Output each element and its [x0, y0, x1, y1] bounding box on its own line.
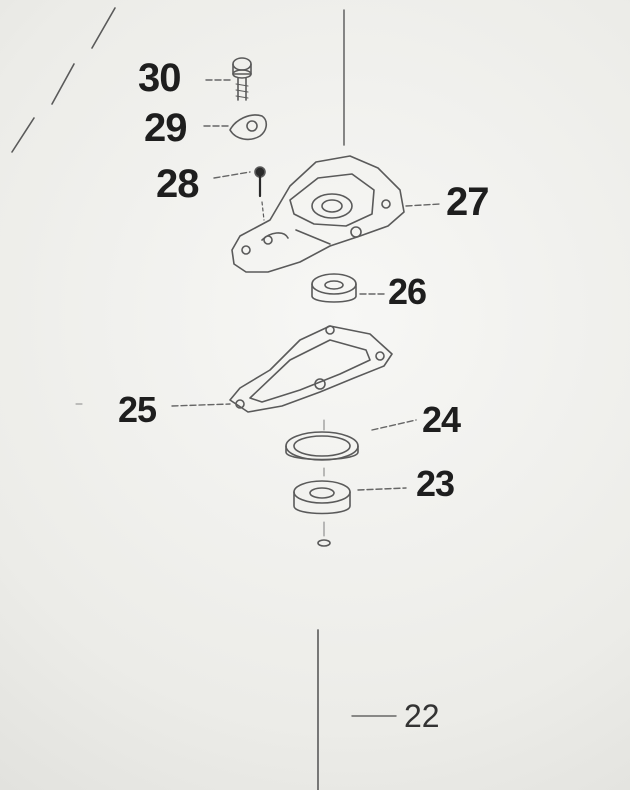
bolt-part	[232, 57, 252, 101]
callout-23: 23	[416, 463, 455, 504]
axis-dashes	[75, 403, 325, 537]
gasket-part	[229, 325, 393, 413]
callout-22: 22	[404, 698, 440, 734]
bearing-part	[311, 273, 357, 303]
pin-part	[254, 166, 266, 221]
callout-25: 25	[118, 389, 157, 430]
callout-29: 29	[144, 106, 187, 150]
callout-27: 27	[446, 180, 489, 224]
callout-26: 26	[388, 271, 427, 312]
washer-part	[317, 539, 331, 547]
frame-edge-lines	[11, 7, 116, 153]
callout-30: 30	[138, 56, 181, 100]
housing-cover-part	[231, 155, 405, 273]
lower-bearing-part	[293, 480, 351, 515]
leader-lines	[171, 79, 441, 717]
callout-28: 28	[156, 162, 199, 206]
reference-lines	[317, 9, 345, 790]
seal-ring-part	[285, 431, 359, 461]
clip-part	[229, 114, 268, 141]
callout-24: 24	[422, 399, 461, 440]
